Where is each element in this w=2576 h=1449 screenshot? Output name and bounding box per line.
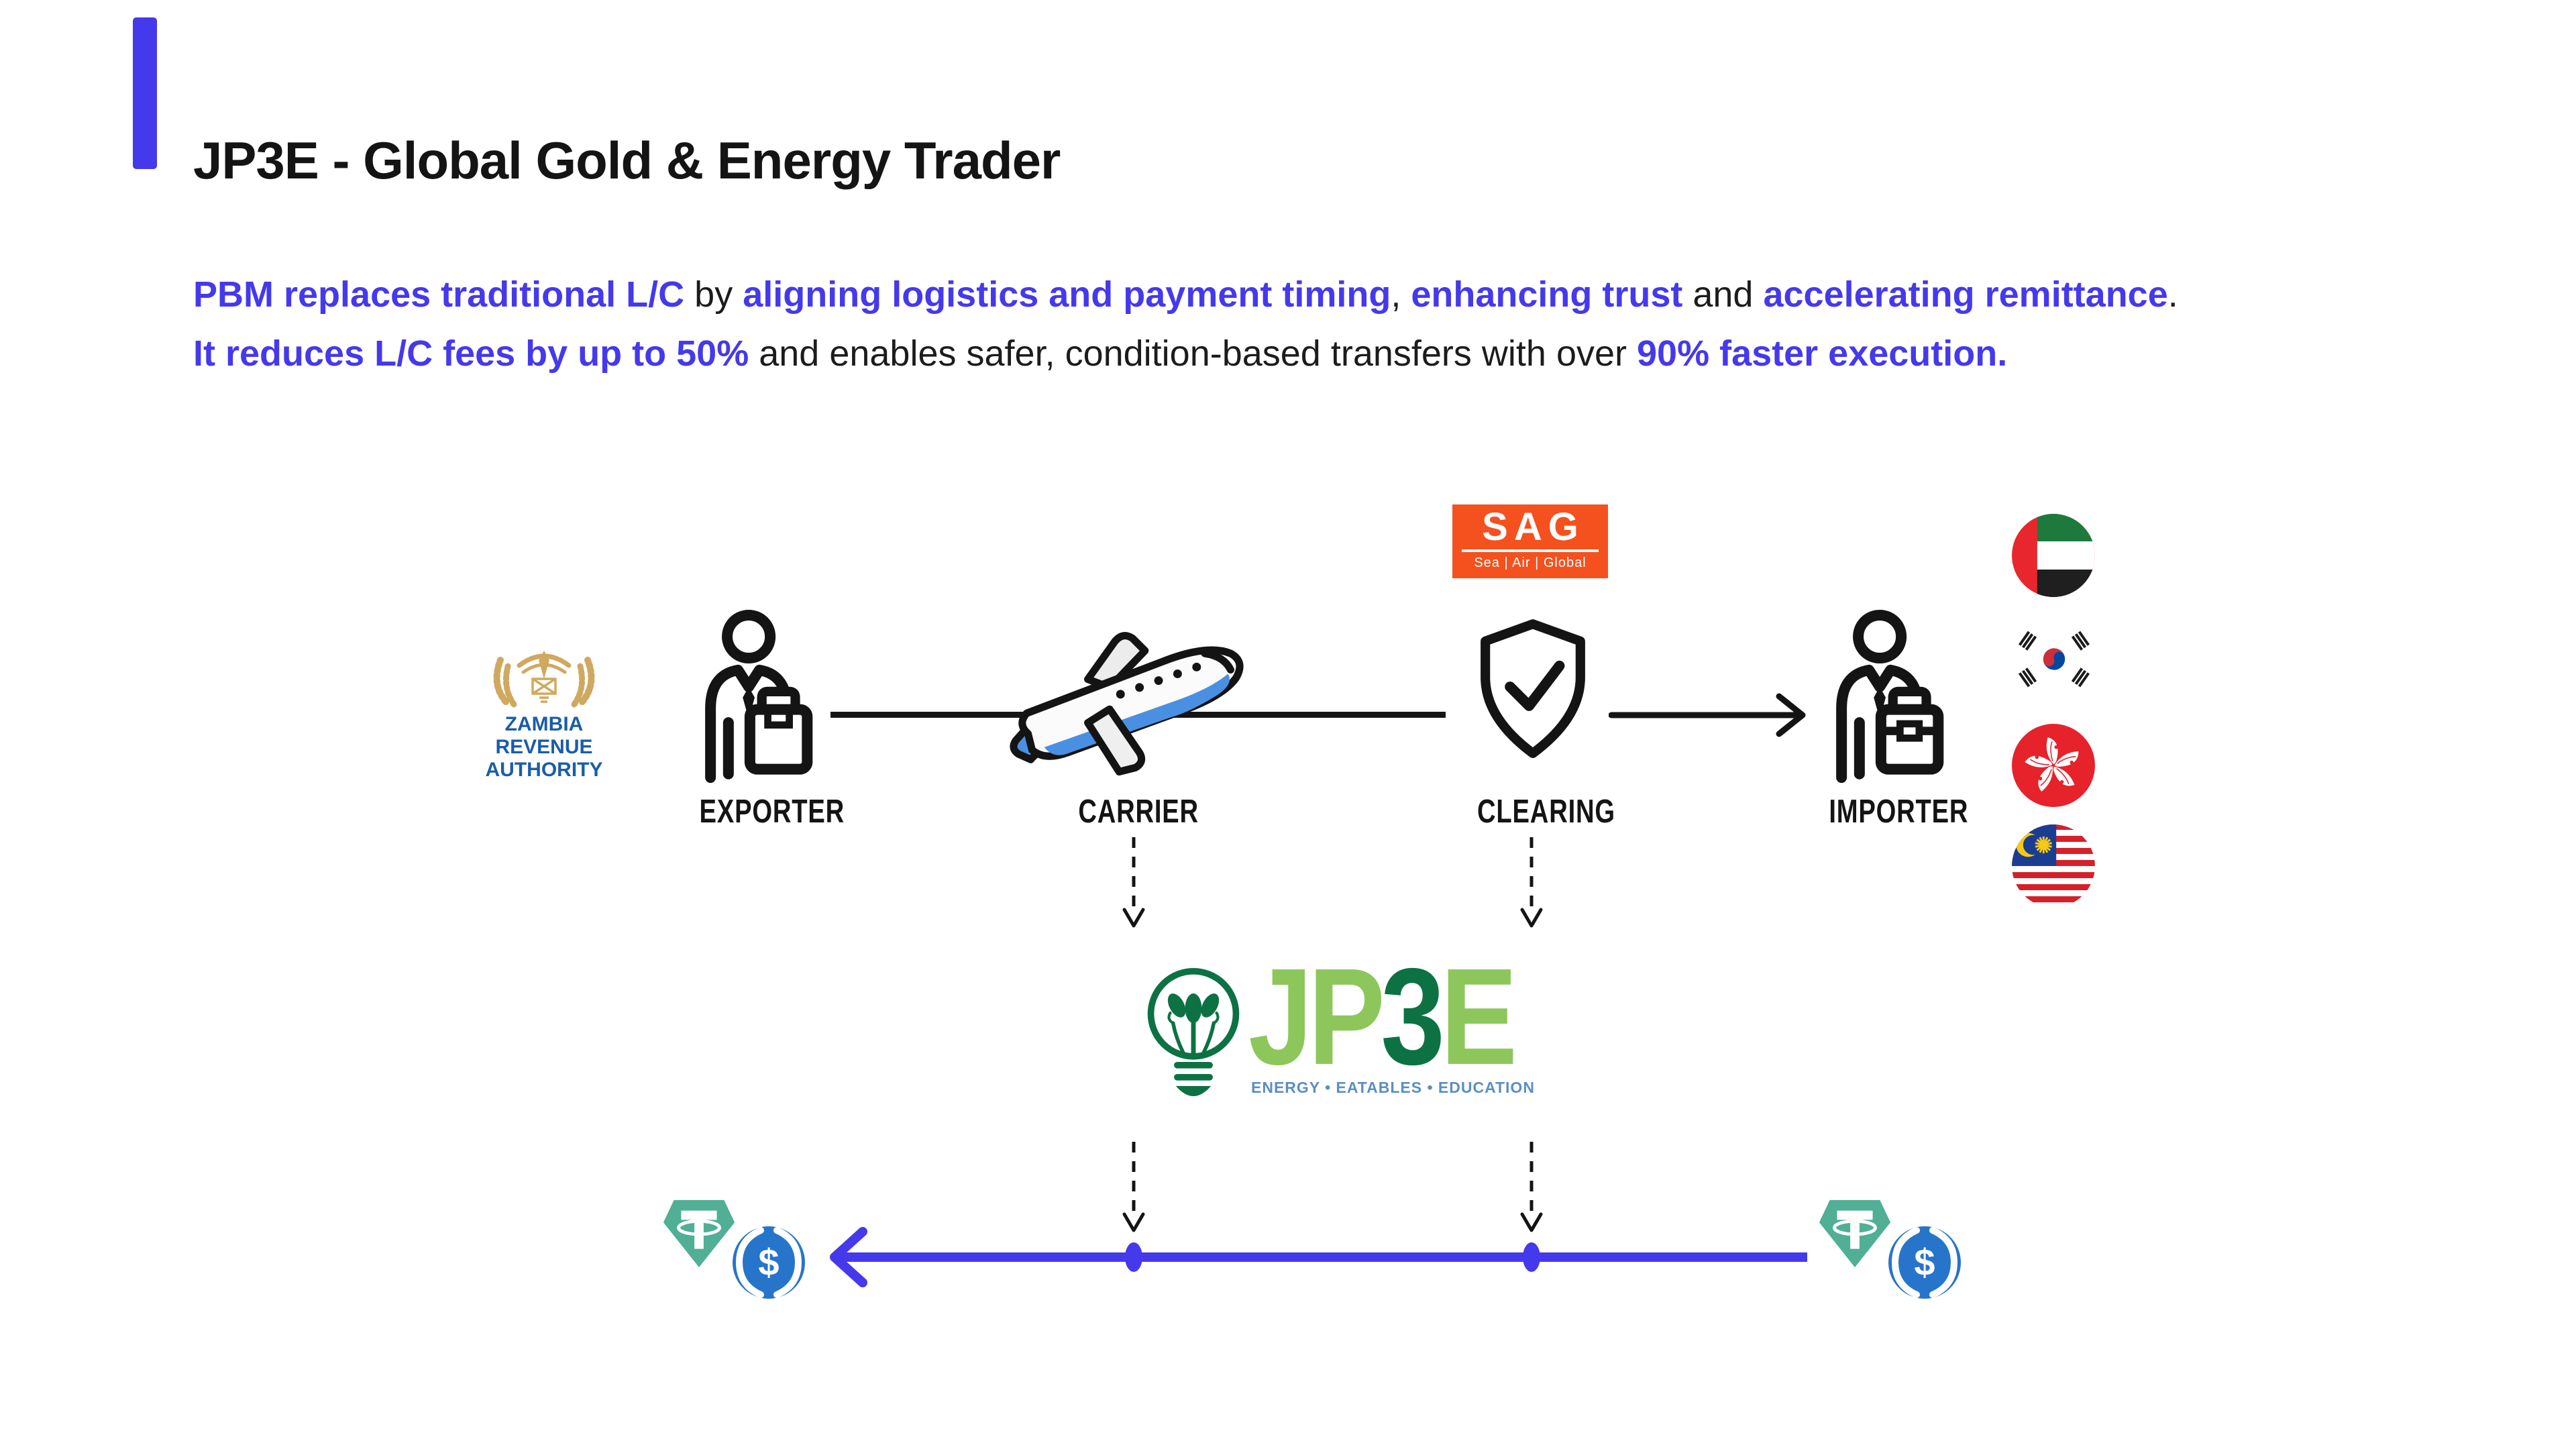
intro-segment: It reduces L/C fees by up to 50%	[193, 333, 749, 374]
clearing-shield-check-icon	[1481, 619, 1585, 758]
jp3e-tagline: ENERGY • EATABLES • EDUCATION	[1251, 1079, 1535, 1096]
exporter-person-icon	[705, 609, 813, 784]
sag-logo-title: SAG	[1482, 505, 1585, 549]
intro-segment: accelerating remittance	[1763, 274, 2168, 315]
zra-eagle-emblem-icon	[493, 651, 595, 708]
sag-logo: SAG Sea | Air | Global	[1452, 504, 1608, 578]
intro-segment: enhancing trust	[1411, 274, 1683, 315]
intro-segment: 90% faster execution.	[1637, 333, 2008, 374]
settlement-dot-clearing	[1523, 1242, 1540, 1272]
tether-icon	[663, 1199, 735, 1268]
zra-name-line-1: ZAMBIA REVENUE	[495, 713, 593, 758]
intro-paragraph: PBM replaces traditional L/C by aligning…	[193, 265, 2528, 383]
intro-segment: ,	[1391, 274, 1411, 315]
carrier-airplane-icon	[1010, 632, 1244, 775]
jp3e-letter-3: 3	[1381, 940, 1445, 1093]
flow-arrow-clearing-to-importer	[1609, 693, 1806, 737]
intro-segment: .	[2167, 274, 2178, 315]
dashed-arrow-clearing-to-jp3e	[1520, 837, 1543, 928]
stage-label-carrier: CARRIER	[1078, 794, 1199, 830]
intro-segment: and enables safer, condition-based trans…	[749, 333, 1637, 374]
settlement-arrow-line	[830, 1227, 1807, 1287]
malaysia-flag	[2011, 824, 2096, 908]
intro-segment: by	[684, 274, 743, 315]
jp3e-letter-e: E	[1440, 940, 1517, 1093]
sag-logo-divider	[1462, 549, 1599, 552]
accent-bar	[133, 17, 157, 169]
stage-label-exporter: EXPORTER	[699, 794, 845, 830]
importer-person-icon	[1836, 609, 1944, 784]
hong-kong-flag	[2011, 723, 2096, 808]
sag-logo-subtitle: Sea | Air | Global	[1474, 555, 1587, 570]
usdc-icon: $	[733, 1226, 805, 1299]
dashed-arrow-jp3e-to-settlement-right	[1520, 1142, 1543, 1232]
intro-segment: PBM replaces traditional L/C	[193, 274, 685, 315]
jp3e-lightbulb-plant-icon	[1147, 967, 1240, 1097]
south-korea-flag	[2013, 631, 2095, 688]
uae-flag	[2011, 513, 2096, 598]
intro-line-2: It reduces L/C fees by up to 50% and ena…	[193, 324, 2528, 383]
stage-label-importer: IMPORTER	[1829, 794, 1969, 830]
intro-segment: aligning logistics and payment timing	[743, 274, 1391, 315]
stage-label-clearing: CLEARING	[1477, 794, 1615, 830]
usdc-icon: $	[1888, 1226, 1961, 1299]
settlement-dot-carrier	[1125, 1242, 1142, 1272]
zra-name-line-2: AUTHORITY	[485, 759, 603, 781]
tether-icon	[1819, 1199, 1891, 1268]
dashed-arrow-carrier-to-jp3e	[1122, 837, 1145, 928]
intro-segment: and	[1682, 274, 1764, 315]
dashed-arrow-jp3e-to-settlement-left	[1122, 1142, 1145, 1232]
zambia-revenue-authority-logo: ZAMBIA REVENUE AUTHORITY	[460, 643, 628, 782]
jp3e-wordmark: JP3E	[1248, 948, 1517, 1085]
jp3e-letters-jp: JP	[1248, 940, 1385, 1093]
jp3e-logo: JP3E ENERGY • EATABLES • EDUCATION	[1142, 948, 1545, 1122]
intro-line-1: PBM replaces traditional L/C by aligning…	[193, 265, 2528, 324]
svg-text:$: $	[758, 1241, 779, 1283]
page-title: JP3E - Global Gold & Energy Trader	[193, 131, 1061, 191]
svg-text:$: $	[1914, 1241, 1935, 1283]
